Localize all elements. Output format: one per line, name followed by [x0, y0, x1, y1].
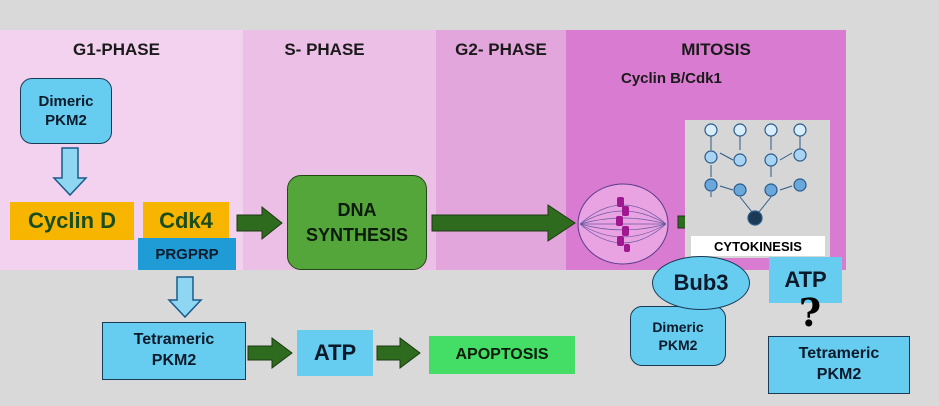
cyclin-d-box: Cyclin D [10, 202, 134, 240]
s-phase-title: S- PHASE [284, 40, 365, 59]
dna-synthesis-box: DNA SYNTHESIS [287, 175, 427, 270]
mitosis-phase-title: MITOSIS [681, 40, 751, 59]
tetrameric-pkm2-right-box: Tetrameric PKM2 [768, 336, 910, 394]
dimeric-pkm2-top-box: Dimeric PKM2 [20, 78, 112, 144]
g2-phase-title: G2- PHASE [455, 40, 547, 59]
cdk4-box: Cdk4 [143, 202, 229, 240]
mitotic-cell-icon [577, 183, 669, 265]
down-arrow-icon [52, 147, 88, 197]
down-arrow-icon [167, 276, 203, 319]
right-arrow-icon [431, 204, 576, 242]
question-mark: ? [798, 289, 822, 335]
dimeric-pkm2-bottom-box: Dimeric PKM2 [630, 306, 726, 366]
right-arrow-icon [376, 337, 421, 369]
right-arrow-icon [236, 205, 283, 241]
prgprp-box: PRGPRP [138, 238, 236, 270]
tetrameric-pkm2-left-box: Tetrameric PKM2 [102, 322, 246, 380]
bub3-ellipse: Bub3 [652, 256, 750, 310]
cytokinesis-tree-icon [685, 120, 830, 258]
mitosis-subtitle: Cyclin B/Cdk1 [621, 70, 722, 87]
right-arrow-icon [247, 337, 293, 369]
atp-right-box: ATP [769, 257, 842, 303]
apoptosis-box: APOPTOSIS [429, 336, 575, 374]
atp-left-box: ATP [297, 330, 373, 376]
cytokinesis-label: CYTOKINESIS [691, 236, 825, 256]
g1-phase-title: G1-PHASE [73, 40, 160, 59]
